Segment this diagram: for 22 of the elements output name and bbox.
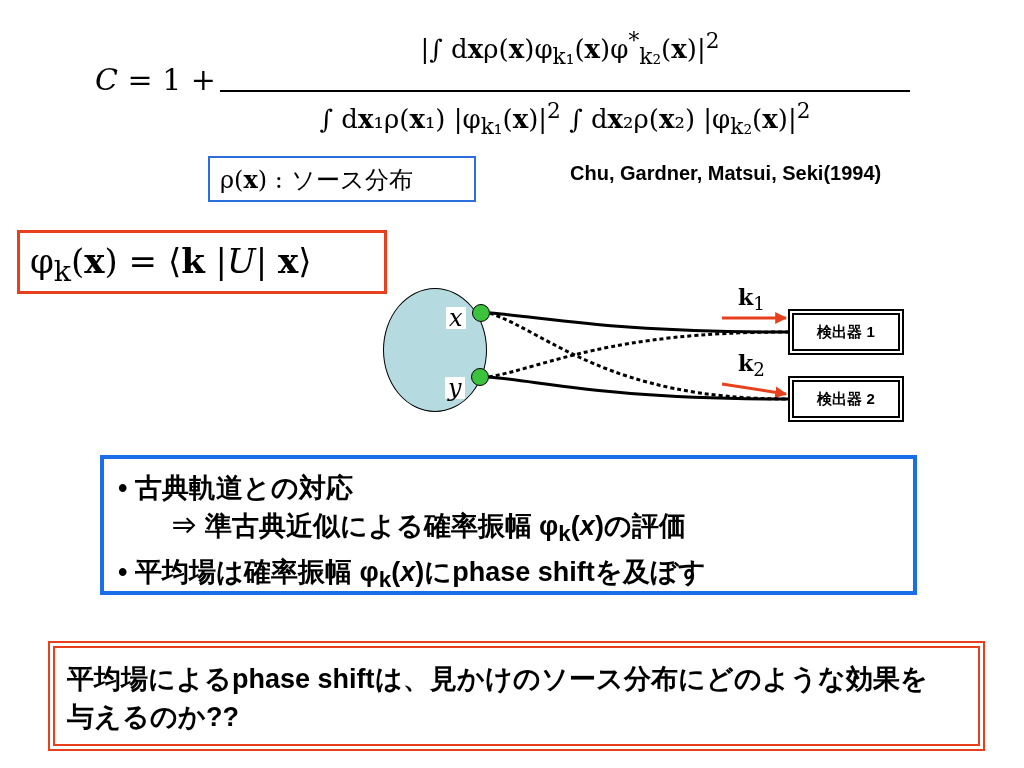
detector-box: 検出器 2 (788, 376, 904, 422)
detector-box: 検出器 1 (788, 309, 904, 355)
source-point (471, 368, 489, 386)
bullet-text: • 平均場は確率振幅 φ$_{k}$(x)にphase shiftを及ぼす (118, 556, 707, 595)
question-box (48, 641, 985, 751)
wave-vector-label: k$_{2}$ (738, 350, 765, 381)
citation-text: Chu, Gardner, Matsui, Seki(1994) (570, 162, 882, 185)
formula-numerator: |∫ dxρ(x)φ$_{k₁}$(x)φ$^{*}$$_{k₂}$(x)|$^{2}$ (419, 28, 721, 69)
note-box (100, 455, 917, 595)
wave-vector-label: k$_{1}$ (738, 284, 765, 315)
formula-text: C = 1 + (95, 62, 216, 97)
path-line (488, 375, 788, 401)
formula-box: φ$_{k}$(x) = ⟨k |U| x⟩ (17, 230, 387, 294)
definition-box: ρ(x) : ソース分布 (208, 156, 476, 202)
question-text: 平均場によるphase shiftは、見かけのソース分布にどのような効果を与えるのか?? (67, 663, 929, 734)
path-line (488, 330, 789, 379)
bullet-text: • 古典軌道との対応 (118, 472, 354, 505)
point-label: x (446, 307, 466, 329)
bullet-text: ⇒ 準古典近似による確率振幅 φ$_{k}$(x)の評価 (169, 510, 687, 549)
source-point (472, 304, 490, 322)
point-label: y (445, 377, 465, 399)
formula-denominator: ∫ dx₁ρ(x₁) |φ$_{k₁}$(x)|$^{2}$ ∫ dx₂ρ(x₂) |φ$_{k₂}$(x)|$^{2}$ (220, 90, 910, 139)
